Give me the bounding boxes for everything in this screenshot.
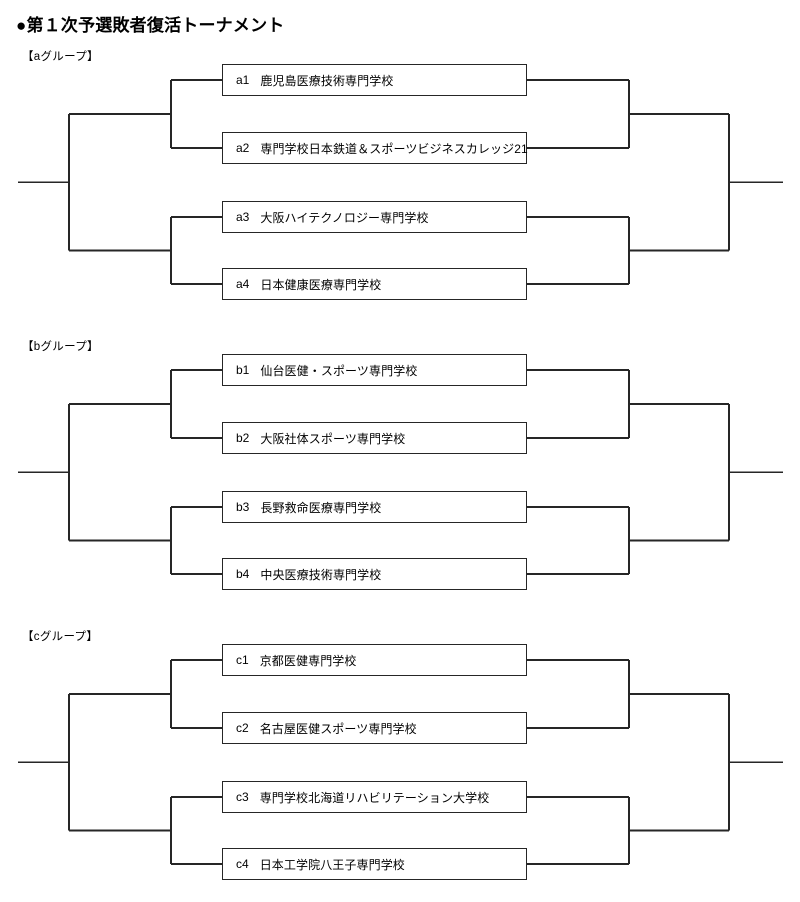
team-box-c1[interactable]: c1 京都医健専門学校 xyxy=(222,644,527,676)
team-name: 専門学校日本鉄道＆スポーツビジネスカレッジ21 xyxy=(260,141,528,156)
team-code: b3 xyxy=(236,500,250,514)
team-name: 中央医療技術専門学校 xyxy=(260,567,382,582)
team-box-c4[interactable]: c4 日本工学院八王子専門学校 xyxy=(222,848,527,880)
team-box-a4[interactable]: a4 日本健康医療専門学校 xyxy=(222,268,527,300)
team-box-b2[interactable]: b2 大阪社体スポーツ専門学校 xyxy=(222,422,527,454)
team-code: c4 xyxy=(236,857,249,871)
team-code: a4 xyxy=(236,277,250,291)
team-name: 長野救命医療専門学校 xyxy=(260,500,382,515)
team-box-b1[interactable]: b1 仙台医健・スポーツ専門学校 xyxy=(222,354,527,386)
team-name: 大阪社体スポーツ専門学校 xyxy=(260,431,406,446)
team-code: a3 xyxy=(236,210,250,224)
team-box-b3[interactable]: b3 長野救命医療専門学校 xyxy=(222,491,527,523)
team-name: 日本健康医療専門学校 xyxy=(260,277,382,292)
team-box-c3[interactable]: c3 専門学校北海道リハビリテーション大学校 xyxy=(222,781,527,813)
team-code: a1 xyxy=(236,73,250,87)
team-code: b2 xyxy=(236,431,250,445)
team-code: b4 xyxy=(236,567,250,581)
team-name: 日本工学院八王子専門学校 xyxy=(259,857,405,872)
team-name: 専門学校北海道リハビリテーション大学校 xyxy=(259,790,490,805)
group-label-0: 【aグループ】 xyxy=(22,51,99,63)
team-name: 鹿児島医療技術専門学校 xyxy=(260,73,394,88)
team-name: 名古屋医健スポーツ専門学校 xyxy=(259,721,417,736)
team-code: a2 xyxy=(236,141,250,155)
team-box-a1[interactable]: a1 鹿児島医療技術専門学校 xyxy=(222,64,527,96)
team-code: b1 xyxy=(236,363,250,377)
team-code: c1 xyxy=(236,653,249,667)
team-name: 大阪ハイテクノロジー専門学校 xyxy=(260,210,429,225)
team-code: c3 xyxy=(236,790,249,804)
team-box-a2[interactable]: a2 専門学校日本鉄道＆スポーツビジネスカレッジ21 xyxy=(222,132,528,164)
team-name: 京都医健専門学校 xyxy=(259,653,357,668)
page-title: ●第１次予選敗者復活トーナメント xyxy=(16,16,285,35)
team-box-c2[interactable]: c2 名古屋医健スポーツ専門学校 xyxy=(222,712,527,744)
team-name: 仙台医健・スポーツ専門学校 xyxy=(260,363,418,378)
team-box-a3[interactable]: a3 大阪ハイテクノロジー専門学校 xyxy=(222,201,527,233)
team-code: c2 xyxy=(236,721,249,735)
group-label-2: 【cグループ】 xyxy=(22,631,99,643)
group-label-1: 【bグループ】 xyxy=(22,341,99,353)
team-box-b4[interactable]: b4 中央医療技術専門学校 xyxy=(222,558,527,590)
